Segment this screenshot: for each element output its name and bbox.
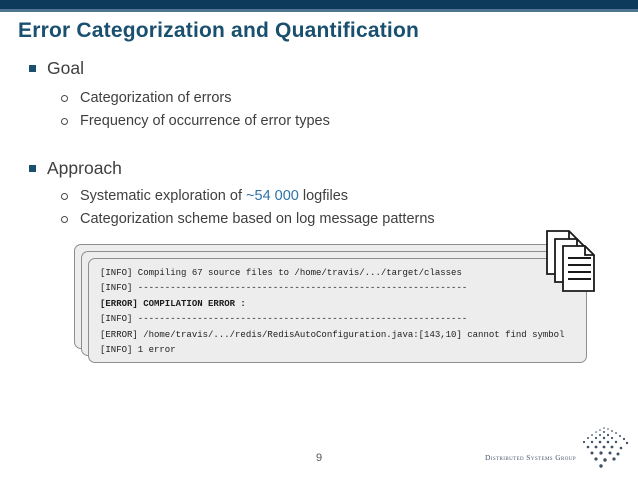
subbullet-text: Categorization scheme based on log messa…: [80, 211, 435, 227]
bullet-label: Goal: [47, 58, 84, 78]
log-line: [INFO] ---------------------------------…: [100, 314, 468, 325]
circle-bullet-icon: [61, 215, 68, 223]
circle-bullet-icon: [61, 94, 68, 102]
log-line: [ERROR] /home/travis/.../redis/RedisAuto…: [100, 329, 565, 340]
text-segment: logfiles: [298, 188, 349, 204]
log-line: [INFO] ---------------------------------…: [100, 283, 468, 294]
top-bar: [0, 0, 638, 9]
square-bullet-icon: [29, 165, 36, 172]
log-line-error: [ERROR] COMPILATION ERROR :: [100, 298, 246, 309]
text-segment: Systematic exploration of: [80, 188, 247, 204]
bullet-approach: Approach: [29, 158, 122, 179]
circle-bullet-icon: [61, 117, 68, 125]
square-bullet-icon: [29, 65, 36, 72]
stacked-documents-icon: [546, 230, 595, 292]
log-output-box: [INFO] Compiling 67 source files to /hom…: [88, 258, 587, 363]
dsg-logo-text: Distributed Systems Group: [485, 453, 576, 462]
subbullet-text: Categorization of errors: [80, 90, 232, 106]
highlighted-number: ~54 000: [246, 188, 299, 204]
circle-bullet-icon: [61, 192, 68, 200]
log-line: [INFO] Compiling 67 source files to /hom…: [100, 268, 462, 278]
bullet-goal: Goal: [29, 58, 84, 79]
subbullet-systematic-exploration: Systematic exploration of ~54 000 logfil…: [61, 188, 348, 204]
subbullet-categorization-scheme: Categorization scheme based on log messa…: [61, 211, 435, 227]
subbullet-frequency-of-occurrence: Frequency of occurrence of error types: [61, 113, 330, 129]
page-number: 9: [315, 452, 323, 464]
bullet-label: Approach: [47, 158, 122, 178]
dsg-logo-dots-icon: [582, 427, 629, 468]
subbullet-categorization-of-errors: Categorization of errors: [61, 90, 232, 106]
subbullet-text: Systematic exploration of ~54 000 logfil…: [80, 188, 348, 204]
log-line: [INFO] 1 error: [100, 345, 176, 356]
subbullet-text: Frequency of occurrence of error types: [80, 113, 330, 129]
top-bar-accent-line: [0, 9, 638, 12]
page-title: Error Categorization and Quantification: [18, 19, 419, 42]
